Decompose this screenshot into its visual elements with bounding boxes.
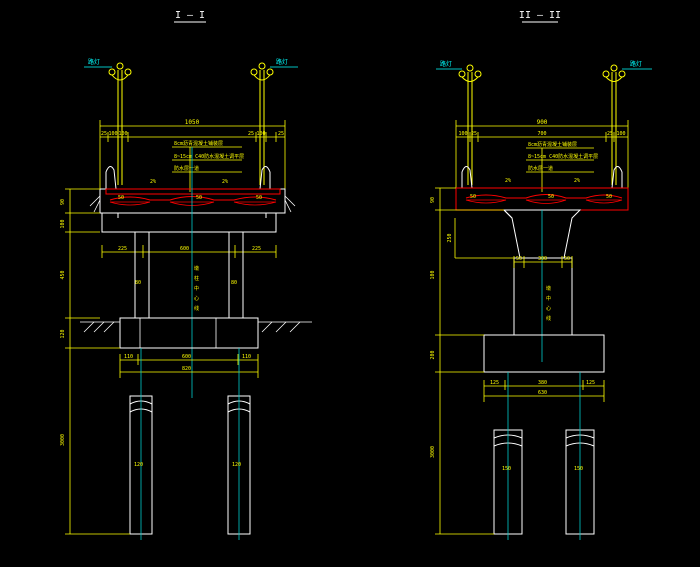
svg-text:柱: 柱 bbox=[194, 275, 199, 282]
light-tag-right: 路灯 bbox=[276, 58, 288, 66]
svg-text:225: 225 bbox=[118, 246, 127, 252]
svg-text:2%: 2% bbox=[150, 179, 156, 185]
svg-text:心: 心 bbox=[194, 295, 199, 302]
svg-text:300: 300 bbox=[538, 256, 547, 262]
svg-text:50: 50 bbox=[548, 194, 554, 200]
svg-text:125: 125 bbox=[586, 380, 595, 386]
svg-text:线: 线 bbox=[194, 305, 199, 312]
svg-text:200: 200 bbox=[430, 350, 436, 359]
pavement-note-1: 8cm沥青混凝土铺装层 8~15cm C40防水混凝土调平层 防水层一道 bbox=[172, 140, 244, 192]
section-2: II — II 路灯 路灯 900 bbox=[430, 10, 652, 540]
section-1: I — I 路灯 路灯 bbox=[60, 10, 312, 540]
svg-text:450: 450 bbox=[60, 270, 66, 279]
svg-text:600: 600 bbox=[182, 354, 191, 360]
svg-text:80: 80 bbox=[231, 280, 237, 286]
dim-top-c: 100 bbox=[118, 131, 127, 137]
svg-text:8~15cm C40防水混凝土调平层: 8~15cm C40防水混凝土调平层 bbox=[528, 153, 598, 160]
svg-text:25: 25 bbox=[471, 131, 477, 137]
svg-text:100: 100 bbox=[458, 131, 467, 137]
svg-text:2%: 2% bbox=[574, 178, 580, 184]
svg-text:820: 820 bbox=[182, 366, 191, 372]
lamp-post-left bbox=[108, 62, 132, 185]
svg-text:50: 50 bbox=[606, 194, 612, 200]
svg-text:防水层一道: 防水层一道 bbox=[528, 165, 553, 172]
section-1-cap-dims bbox=[119, 354, 259, 378]
svg-text:125: 125 bbox=[490, 380, 499, 386]
svg-text:250: 250 bbox=[447, 233, 453, 242]
light-tag-right-2: 路灯 bbox=[630, 60, 642, 68]
barrier-right bbox=[259, 166, 271, 190]
svg-text:3000: 3000 bbox=[430, 446, 436, 458]
svg-text:25: 25 bbox=[607, 131, 613, 137]
svg-text:2%: 2% bbox=[505, 178, 511, 184]
barrier-left bbox=[105, 166, 117, 190]
barrier-right-2 bbox=[611, 166, 623, 189]
section-1-title: I — I bbox=[175, 10, 205, 21]
dim-top-f: 25 bbox=[278, 131, 284, 137]
svg-text:100: 100 bbox=[60, 219, 66, 228]
section-2-title: II — II bbox=[519, 10, 561, 21]
svg-text:100: 100 bbox=[430, 270, 436, 279]
lamp-post-right-2 bbox=[602, 64, 626, 185]
svg-text:中: 中 bbox=[194, 285, 199, 292]
dim-top-b: 100 bbox=[108, 131, 117, 137]
svg-text:110: 110 bbox=[124, 354, 133, 360]
section-1-left-dims bbox=[65, 188, 130, 535]
lamp-post-right bbox=[250, 62, 274, 185]
svg-text:150: 150 bbox=[574, 466, 583, 472]
svg-text:600: 600 bbox=[180, 246, 189, 252]
svg-text:110: 110 bbox=[242, 354, 251, 360]
svg-text:120: 120 bbox=[232, 462, 241, 468]
svg-text:50: 50 bbox=[256, 195, 262, 201]
svg-text:225: 225 bbox=[252, 246, 261, 252]
svg-text:3000: 3000 bbox=[60, 434, 66, 446]
svg-text:墩: 墩 bbox=[194, 265, 199, 272]
dim-total-width: 1050 bbox=[185, 119, 200, 126]
svg-text:100: 100 bbox=[616, 131, 625, 137]
svg-text:8cm沥青混凝土铺装层: 8cm沥青混凝土铺装层 bbox=[174, 140, 223, 147]
dim-top-d: 25 bbox=[248, 131, 254, 137]
svg-text:线: 线 bbox=[546, 315, 551, 322]
cap-beam-1 bbox=[101, 212, 277, 233]
svg-text:700: 700 bbox=[537, 131, 546, 137]
svg-text:防水层一道: 防水层一道 bbox=[174, 165, 199, 172]
section-2-top-dims bbox=[455, 120, 629, 190]
svg-text:380: 380 bbox=[538, 380, 547, 386]
svg-text:50: 50 bbox=[118, 195, 124, 201]
pavement-note-2: 8cm沥青混凝土铺装层 8~15cm C40防水混凝土调平层 防水层一道 bbox=[526, 141, 598, 192]
lamp-post-left-2 bbox=[458, 64, 482, 185]
svg-text:900: 900 bbox=[537, 119, 548, 126]
light-tag-left: 路灯 bbox=[88, 58, 100, 66]
pile-cap-2 bbox=[483, 334, 605, 373]
svg-text:90: 90 bbox=[430, 197, 436, 203]
light-tag-left-2: 路灯 bbox=[440, 60, 452, 68]
svg-text:50: 50 bbox=[516, 256, 522, 262]
svg-text:90: 90 bbox=[60, 199, 66, 205]
svg-text:2%: 2% bbox=[222, 179, 228, 185]
svg-text:50: 50 bbox=[564, 256, 570, 262]
svg-text:80: 80 bbox=[135, 280, 141, 286]
svg-text:120: 120 bbox=[134, 462, 143, 468]
dim-top-e: 100 bbox=[256, 131, 265, 137]
svg-text:8~15cm C40防水混凝土调平层: 8~15cm C40防水混凝土调平层 bbox=[174, 153, 244, 160]
section-1-mid-dims bbox=[101, 245, 277, 258]
ground-1 bbox=[80, 321, 312, 333]
svg-text:630: 630 bbox=[538, 390, 547, 396]
dim-top-a: 25 bbox=[101, 131, 107, 137]
barrier-left-2 bbox=[461, 166, 473, 189]
svg-text:50: 50 bbox=[196, 195, 202, 201]
svg-text:120: 120 bbox=[60, 329, 66, 338]
svg-text:中: 中 bbox=[546, 295, 551, 302]
section-1-top-dims bbox=[99, 120, 286, 190]
svg-text:50: 50 bbox=[470, 194, 476, 200]
svg-text:墩: 墩 bbox=[546, 285, 551, 292]
svg-text:150: 150 bbox=[502, 466, 511, 472]
svg-text:心: 心 bbox=[546, 305, 551, 312]
svg-text:8cm沥青混凝土铺装层: 8cm沥青混凝土铺装层 bbox=[528, 141, 577, 148]
pile-cap-1 bbox=[119, 317, 259, 349]
